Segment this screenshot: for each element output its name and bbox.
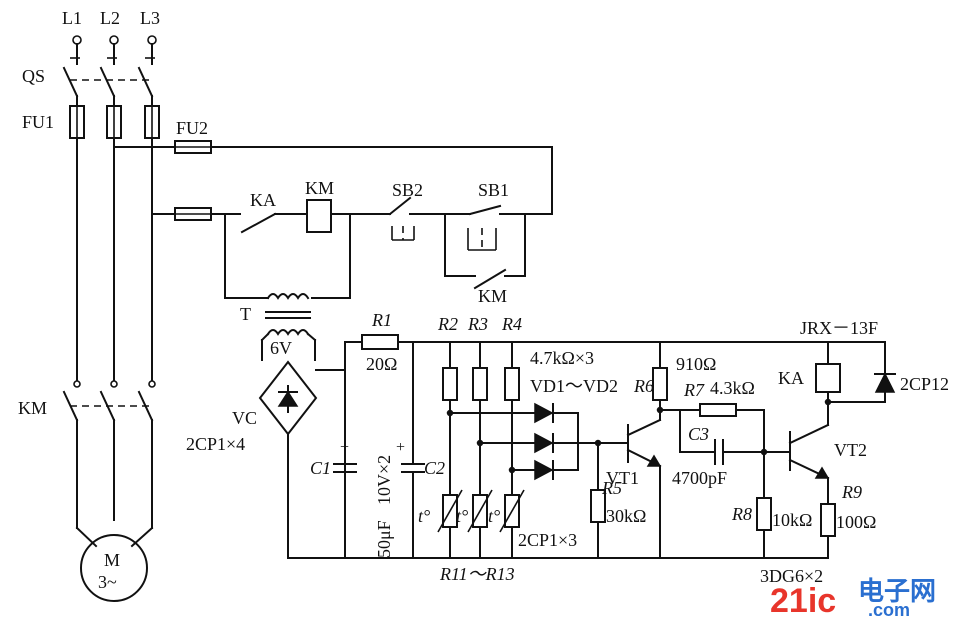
label-vt2: VT2 — [834, 440, 867, 460]
label-r3: R3 — [467, 314, 488, 334]
terminal-L1 — [72, 35, 82, 45]
label-r1-val: 20Ω — [366, 354, 397, 374]
motor-symbol — [80, 534, 148, 602]
label-r9: R9 — [841, 482, 862, 502]
sb1-button — [468, 204, 502, 216]
mains-lines — [62, 35, 160, 602]
label-motor-m: M — [104, 550, 120, 570]
terminal-L2 — [109, 35, 119, 45]
resistor-r8 — [756, 497, 772, 531]
label-ka-coil: KA — [778, 368, 804, 388]
label-motor-phase: 3~ — [98, 572, 117, 592]
label-t: T — [240, 304, 251, 324]
transformer-secondary — [266, 329, 310, 336]
label-zener: 2CP12 — [900, 374, 949, 394]
label-sb1: SB1 — [478, 180, 509, 200]
label-r5-val: 30kΩ — [606, 506, 646, 526]
label-ka-contact: KA — [250, 190, 276, 210]
label-vd: VD1～VD2 — [530, 376, 618, 396]
watermark-com: .com — [868, 600, 910, 618]
vt2-stage — [756, 341, 896, 559]
label-r2: R2 — [437, 314, 458, 334]
resistor-r1 — [361, 334, 399, 350]
diode-vd1 — [534, 402, 554, 424]
label-fu2: FU2 — [176, 118, 208, 138]
label-r8: R8 — [731, 504, 752, 524]
ka-contact — [240, 212, 277, 234]
control-circuit — [113, 140, 553, 342]
plus-c2: + — [396, 439, 405, 456]
label-qs: QS — [22, 66, 45, 86]
label-vc-spec: 2CP1×4 — [186, 434, 245, 454]
terminal-L3 — [147, 35, 157, 45]
label-km-main: KM — [18, 398, 47, 418]
label-c3: C3 — [688, 424, 709, 444]
label-t3: t° — [488, 506, 500, 526]
transformer-primary — [266, 293, 310, 300]
qs-blade-3 — [137, 66, 154, 98]
label-transistor-spec: 3DG6×2 — [760, 566, 823, 586]
resistor-r3 — [472, 367, 488, 401]
bridge-rectifier — [258, 339, 829, 559]
label-c2: C2 — [424, 458, 445, 478]
watermark-21ic: 21ic — [770, 582, 836, 618]
label-c1: C1 — [310, 458, 331, 478]
label-relay: JRX－13F — [800, 318, 878, 338]
label-fu1: FU1 — [22, 112, 54, 132]
ka-relay-coil — [815, 363, 841, 393]
resistor-r2 — [442, 367, 458, 401]
watermark-logo: 21ic 电子网 .com — [770, 576, 936, 618]
diode-vd2 — [534, 432, 554, 454]
label-l1: L1 — [62, 8, 82, 28]
label-sb2: SB2 — [392, 180, 423, 200]
label-r6-val: 910Ω — [676, 354, 716, 374]
label-cap-val2: 50μF — [374, 520, 394, 558]
label-diode-spec: 2CP1×3 — [518, 530, 577, 550]
diode-array — [529, 402, 629, 481]
label-r1: R1 — [371, 310, 392, 330]
label-c3-val: 4700pF — [672, 468, 727, 488]
label-rt: R11～R13 — [439, 564, 515, 584]
label-vt1: VT1 — [606, 468, 639, 488]
label-l3: L3 — [140, 8, 160, 28]
label-km-hold: KM — [478, 286, 507, 306]
label-r7: R7 — [683, 380, 705, 400]
resistor-r4 — [504, 367, 520, 401]
resistor-r7 — [699, 403, 737, 417]
label-r8-val: 10kΩ — [772, 510, 812, 530]
qs-blade-1 — [62, 66, 79, 98]
label-l2: L2 — [100, 8, 120, 28]
label-t1: t° — [418, 506, 430, 526]
watermark-cn: 电子网 — [858, 576, 936, 606]
labels: L1 L2 L3 QS FU1 FU2 KA KM SB2 SB1 KM T 6… — [18, 8, 949, 592]
dc-supply — [333, 334, 886, 559]
label-vc: VC — [232, 408, 257, 428]
label-r5: R5 — [601, 478, 622, 498]
km-coil — [306, 199, 332, 233]
qs-blade-2 — [99, 66, 116, 98]
label-6v: 6V — [270, 338, 292, 358]
diode-vd3 — [534, 459, 554, 481]
diode-2cp12 — [874, 372, 896, 393]
label-r9-val: 100Ω — [836, 512, 876, 532]
label-r2-val: 4.7kΩ×3 — [530, 348, 594, 368]
resistor-r9 — [820, 503, 836, 537]
label-t2: t° — [456, 506, 468, 526]
vt1-stage — [590, 341, 791, 559]
sensor-bridge — [437, 341, 531, 559]
label-r7-val: 4.3kΩ — [710, 378, 755, 398]
label-r6: R6 — [633, 376, 654, 396]
km-hold-contact — [473, 268, 507, 290]
label-km-coil: KM — [305, 178, 334, 198]
label-r4: R4 — [501, 314, 522, 334]
plus-c1: + — [340, 439, 349, 456]
label-cap-val: 10V×2 — [374, 455, 394, 505]
resistor-r6 — [652, 367, 668, 401]
